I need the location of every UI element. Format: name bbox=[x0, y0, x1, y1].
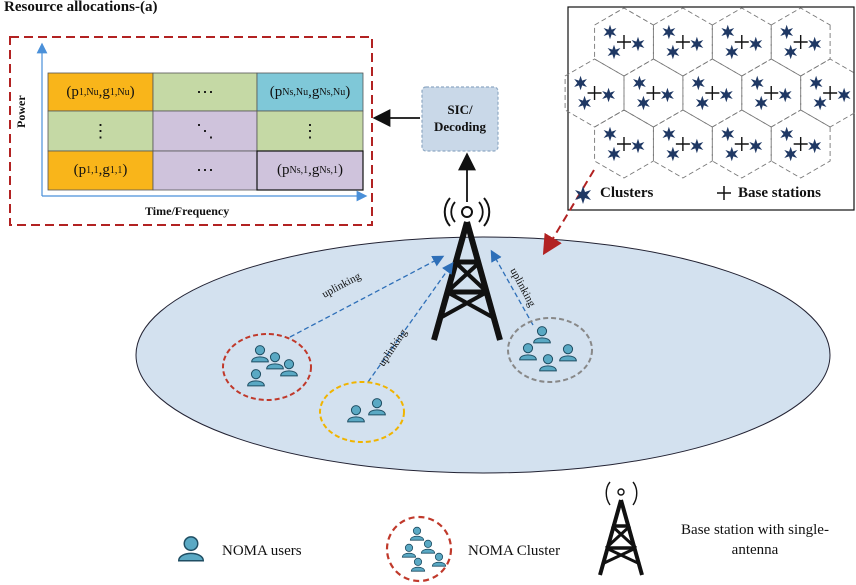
clusters-label: Clusters bbox=[600, 185, 654, 201]
noma-cluster-right bbox=[507, 317, 593, 383]
base-station-plus bbox=[705, 86, 720, 100]
sic-label: SIC/ Decoding bbox=[434, 102, 486, 134]
cell-middle-left: ⋮ bbox=[91, 120, 110, 141]
cell-top-middle: ⋯ bbox=[196, 81, 214, 102]
uplink-arrow-left bbox=[289, 255, 445, 338]
base-station-plus bbox=[587, 86, 602, 100]
figure-title: Resource allocations-(a) bbox=[4, 0, 158, 15]
sic-decoding-box bbox=[421, 86, 499, 152]
base-station-tower bbox=[431, 197, 503, 341]
noma-cluster-left bbox=[222, 333, 312, 401]
resource-allocation-frame bbox=[9, 36, 373, 226]
base-station-plus bbox=[617, 137, 631, 151]
base-station-plus bbox=[617, 35, 631, 49]
base-station-plus bbox=[646, 86, 661, 100]
base-station-plus bbox=[793, 35, 808, 49]
legend-tower-icon bbox=[598, 481, 644, 576]
cell-bottom-middle: ⋯ bbox=[196, 160, 214, 180]
base-stations-label: Base stations bbox=[738, 185, 821, 201]
legend-noma-users-label: NOMA users bbox=[222, 543, 302, 559]
legend-cluster-circle bbox=[385, 515, 453, 583]
legend-base-station-label: Base station with single- antenna bbox=[681, 522, 829, 558]
coverage-area bbox=[135, 236, 831, 474]
base-station-plus bbox=[734, 137, 749, 151]
inset-markers bbox=[574, 24, 851, 162]
network-inset bbox=[567, 6, 855, 211]
allocation-matrix bbox=[47, 72, 364, 191]
hexagon-grid bbox=[564, 7, 856, 179]
uplink-arrow-middle bbox=[367, 261, 454, 383]
plus-icon bbox=[717, 186, 731, 200]
base-station-plus bbox=[793, 137, 808, 151]
inset-pointer-arrow bbox=[542, 169, 595, 256]
base-station-plus bbox=[675, 35, 690, 49]
uplink-arrow-right bbox=[490, 249, 534, 326]
noma-cluster-middle bbox=[319, 381, 405, 443]
base-station-plus bbox=[764, 86, 779, 100]
base-station-plus bbox=[675, 137, 690, 151]
time-frequency-axis-label: Time/Frequency bbox=[145, 204, 230, 218]
cell-middle-middle: ⋱ bbox=[196, 120, 214, 141]
base-station-plus bbox=[734, 35, 749, 49]
base-station-plus bbox=[823, 86, 838, 100]
power-axis-label: Power bbox=[14, 95, 28, 128]
legend-noma-cluster-label: NOMA Cluster bbox=[468, 543, 561, 559]
cell-middle-right: ⋮ bbox=[301, 120, 319, 141]
